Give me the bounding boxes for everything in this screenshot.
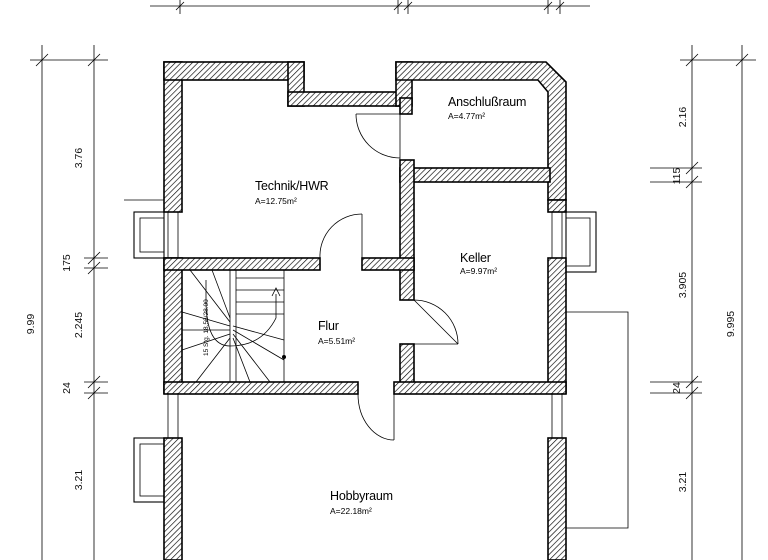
door-technik [319,213,363,259]
door-keller [413,299,459,345]
room-anschlussraum: Anschlußraum A=4.77m² [448,95,526,121]
right-dimension-chain: 2.16 115 3.905 24 3.21 9.995 [650,45,756,560]
dim-left-1: 3.76 [73,148,85,169]
dim-right-3: 3.905 [677,272,689,298]
staircase: 15 Stg. 18.56/28.00 [181,269,286,383]
exterior-walls [163,61,567,560]
dim-right-5: 3.21 [677,472,689,493]
window-well-right [548,211,597,438]
dim-right-total: 9.995 [725,311,737,337]
door-hobbyraum [357,393,395,441]
dim-left-2: 175 [61,254,73,272]
dim-left-total: 9.99 [25,314,37,335]
terrace-outline [566,311,629,529]
interior-walls [163,97,567,395]
dim-left-3: 2.245 [73,312,85,338]
room-name-hobby: Hobbyraum [330,489,393,503]
room-area-technik: A=12.75m² [255,196,297,206]
stair-label: 15 Stg. 18.56/28.00 [203,299,210,356]
room-hobbyraum: Hobbyraum A=22.18m² [330,489,393,516]
dim-right-2: 115 [671,167,683,184]
room-name-technik: Technik/HWR [255,179,329,193]
room-area-anschluss: A=4.77m² [448,111,485,121]
room-area-flur: A=5.51m² [318,336,355,346]
dim-right-1: 2.16 [677,107,689,128]
room-name-keller: Keller [460,251,491,265]
door-anschlussraum [355,113,401,160]
room-area-keller: A=9.97m² [460,266,497,276]
dim-left-4: 24 [61,382,73,394]
room-keller: Keller A=9.97m² [460,251,497,276]
room-technik-hwr: Technik/HWR A=12.75m² [255,179,329,206]
window-well-left-top [124,199,182,259]
room-flur: Flur A=5.51m² [318,319,355,346]
room-name-anschluss: Anschlußraum [448,95,526,109]
dim-right-4: 24 [671,382,683,394]
room-name-flur: Flur [318,319,339,333]
dim-left-5: 3.21 [73,470,85,491]
left-dimension-chain: 3.76 175 2.245 24 3.21 9.99 [25,45,108,560]
room-area-hobby: A=22.18m² [330,506,372,516]
top-dimension-line [150,0,590,14]
window-well-left-bottom [133,393,179,503]
